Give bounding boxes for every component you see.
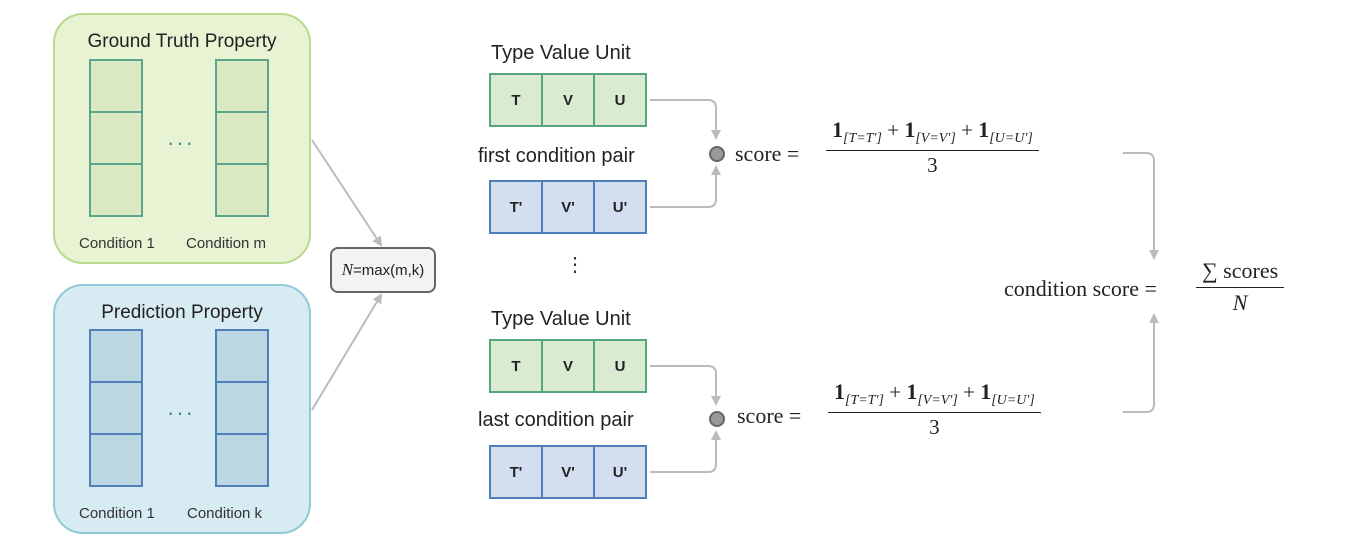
fraction-bar: [1196, 287, 1285, 288]
first-pair-compare-node: [709, 146, 725, 162]
arrow-last-pred-to-node: [650, 430, 721, 473]
arrow-gt-to-n: [311, 139, 383, 247]
pred-cell: [215, 329, 269, 383]
n-variable: N: [341, 260, 354, 279]
fraction-bar: [826, 150, 1039, 152]
last-score-lhs: score =: [737, 403, 802, 428]
gt-cell: [215, 163, 269, 217]
gt-cell: [215, 59, 269, 113]
pred-cell: [89, 433, 143, 487]
n-max-text: =max(m,k): [353, 261, 425, 279]
tvu-cell: V: [541, 73, 595, 127]
pred-condition-1-label: Condition 1: [79, 505, 155, 522]
tvu-cell: V': [541, 445, 595, 499]
arrow-first-gt-to-node: [650, 99, 721, 140]
condition-score-lhs: condition score =: [1004, 276, 1157, 301]
gt-ellipsis: ···: [167, 130, 195, 155]
gt-condition-1-stack: [89, 59, 143, 217]
first-pair-gt-row: T V U: [489, 73, 647, 127]
tvu-cell: V: [541, 339, 595, 393]
gt-condition-m-label: Condition m: [186, 235, 267, 252]
first-pair-header: Type Value Unit: [491, 42, 631, 64]
last-score-fraction: 1[T=T′] + 1[V=V′] + 1[U=U′] 3: [828, 379, 1041, 440]
tvu-cell: U': [593, 445, 647, 499]
prediction-title: Prediction Property: [101, 302, 263, 323]
first-pair-pred-row: T' V' U': [489, 180, 647, 234]
first-score-numerator: 1[T=T′] + 1[V=V′] + 1[U=U′]: [832, 117, 1033, 147]
first-score-denominator: 3: [927, 153, 938, 178]
tvu-cell: T: [489, 73, 543, 127]
gt-cell: [89, 59, 143, 113]
first-score-fraction: 1[T=T′] + 1[V=V′] + 1[U=U′] 3: [826, 117, 1039, 178]
gt-condition-m-stack: [215, 59, 269, 217]
last-pair-pred-row: T' V' U': [489, 445, 647, 499]
gt-condition-1-label: Condition 1: [79, 235, 155, 252]
fraction-bar: [828, 412, 1041, 414]
last-pair-header: Type Value Unit: [491, 308, 631, 330]
last-pair-compare-node: [709, 411, 725, 427]
gt-cell: [215, 111, 269, 165]
tvu-cell: U: [593, 73, 647, 127]
last-pair-gt-row: T V U: [489, 339, 647, 393]
pred-ellipsis: ···: [167, 400, 195, 425]
pred-condition-k-label: Condition k: [187, 505, 263, 522]
arrow-pred-to-n: [311, 293, 383, 411]
pred-cell: [215, 381, 269, 435]
arrow-last-score-to-total: [1123, 313, 1159, 413]
tvu-cell: V': [541, 180, 595, 234]
n-max-box: N=max(m,k): [330, 247, 436, 293]
first-score-lhs: score =: [735, 141, 800, 166]
last-score-denominator: 3: [929, 415, 940, 440]
pred-condition-1-stack: [89, 329, 143, 487]
arrow-last-gt-to-node: [650, 365, 721, 406]
condition-score-numerator: ∑ scores: [1202, 258, 1279, 283]
condition-score-fraction: ∑ scores N: [1196, 258, 1285, 316]
tvu-cell: T': [489, 180, 543, 234]
pred-condition-k-stack: [215, 329, 269, 487]
last-score-numerator: 1[T=T′] + 1[V=V′] + 1[U=U′]: [834, 379, 1035, 409]
pred-cell: [215, 433, 269, 487]
arrow-first-pred-to-node: [650, 165, 721, 208]
tvu-cell: T: [489, 339, 543, 393]
ground-truth-title: Ground Truth Property: [87, 31, 277, 52]
pred-cell: [89, 329, 143, 383]
tvu-cell: U': [593, 180, 647, 234]
pairs-vertical-ellipsis: ⋮: [565, 254, 585, 276]
first-pair-label: first condition pair: [478, 145, 635, 167]
last-pair-label: last condition pair: [478, 409, 634, 431]
arrow-first-score-to-total: [1123, 152, 1159, 260]
gt-cell: [89, 163, 143, 217]
tvu-cell: U: [593, 339, 647, 393]
tvu-cell: T': [489, 445, 543, 499]
gt-cell: [89, 111, 143, 165]
condition-score-denominator: N: [1232, 290, 1248, 315]
pred-cell: [89, 381, 143, 435]
